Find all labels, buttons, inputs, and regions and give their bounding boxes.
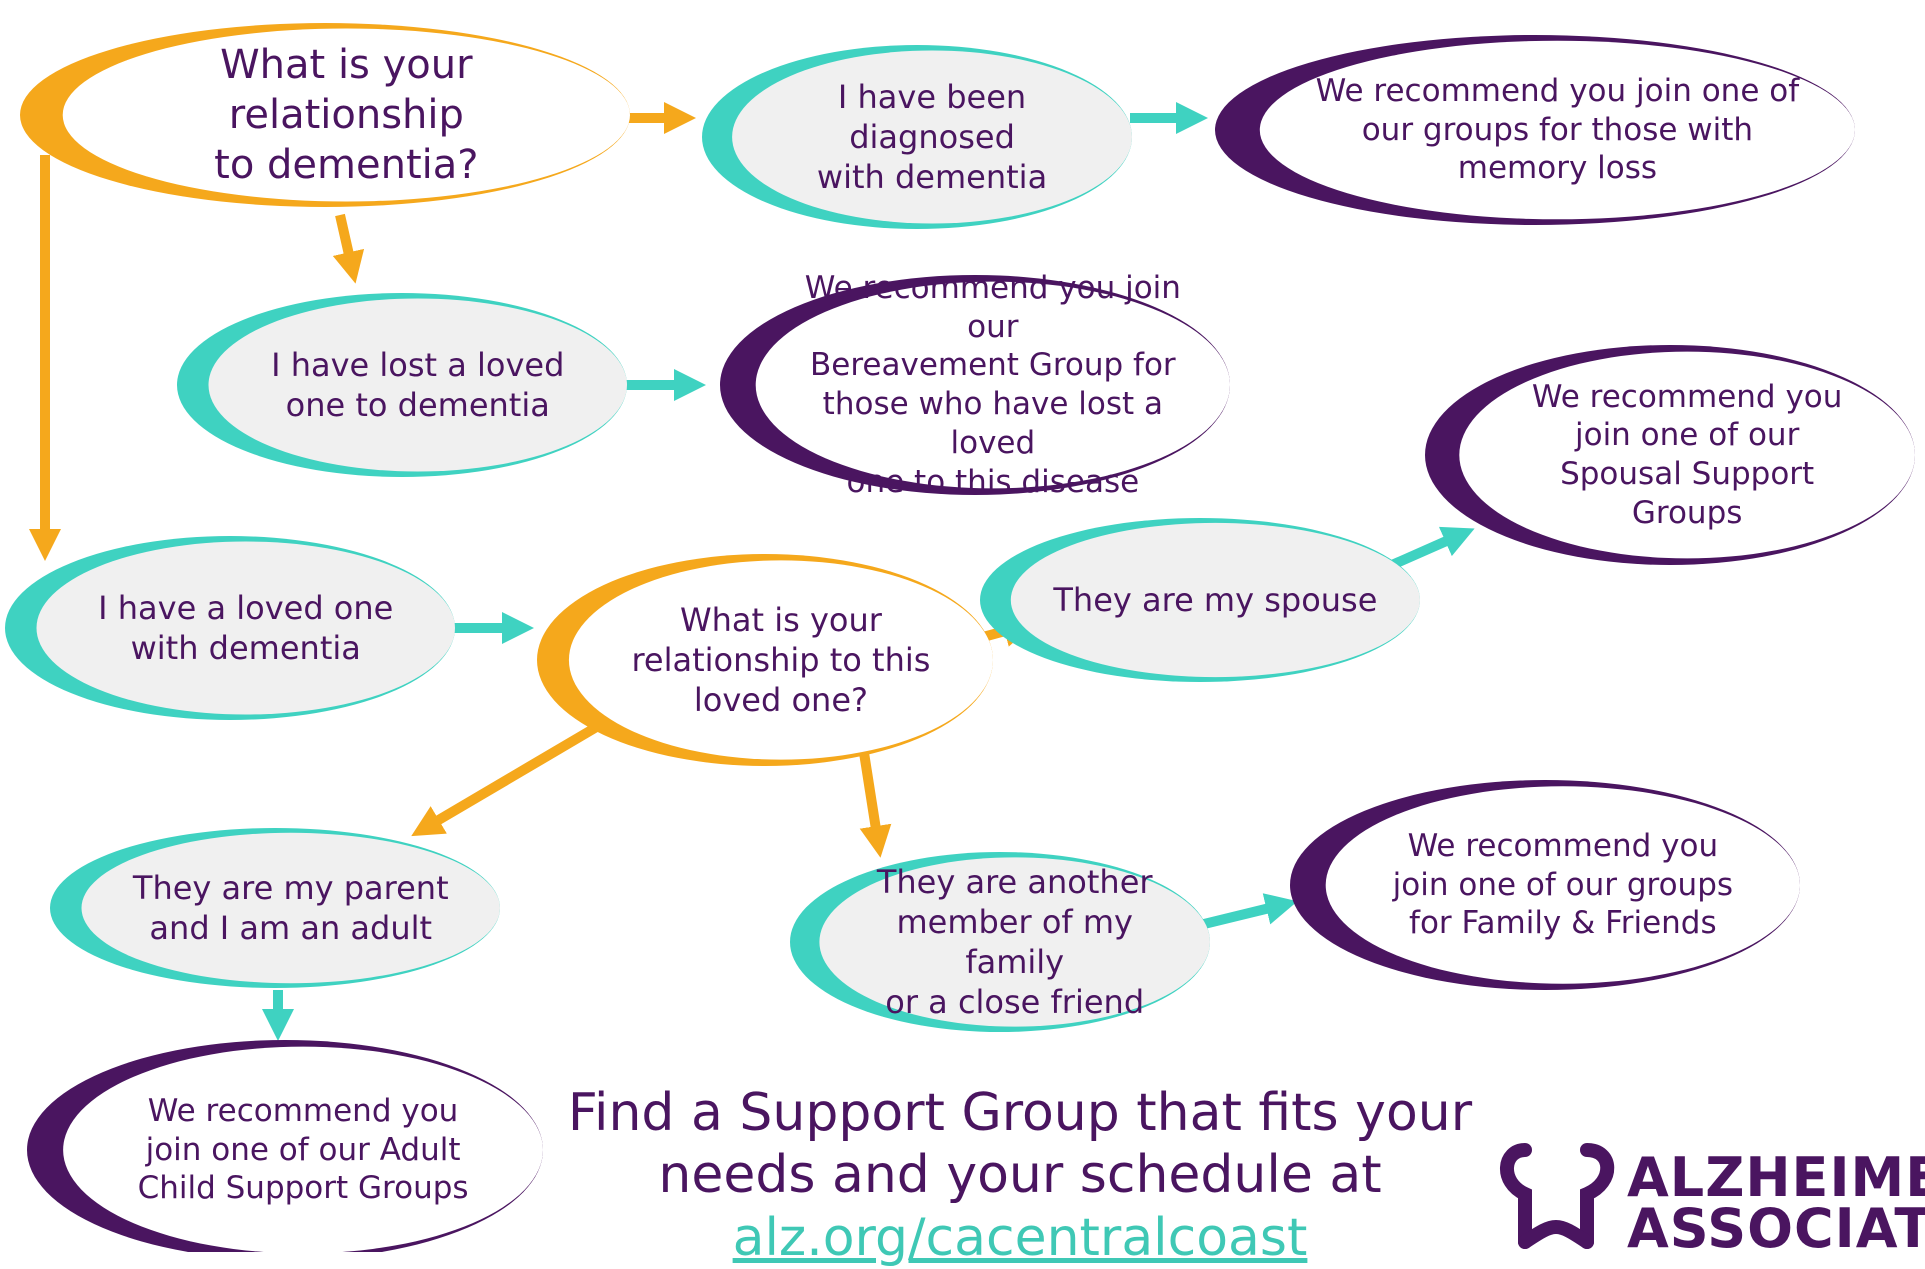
node-label-q1: What is your relationship to dementia? <box>214 42 479 188</box>
node-label-q2: What is your relationship to this loved … <box>631 601 931 719</box>
node-label-r-family: We recommend you join one of our groups … <box>1392 827 1734 942</box>
node-body-shape <box>732 50 1132 224</box>
node-r-memory <box>1215 35 1855 225</box>
node-r-spousal <box>1425 345 1915 565</box>
node-label-r-adult-child: We recommend you join one of our Adult C… <box>137 1092 469 1207</box>
node-label-a-diagnosed: I have been diagnosed with dementia <box>816 78 1048 196</box>
footer-line-1: Find a Support Group that fits your <box>567 1083 1473 1143</box>
node-body-shape <box>63 1046 543 1252</box>
node-body-shape <box>1010 522 1420 678</box>
logo-line-1: ALZHEIMER'S <box>1627 1146 1925 1209</box>
footer-line-2: needs and your schedule at <box>658 1145 1382 1206</box>
alzheimers-association-logo: ALZHEIMER'S ASSOCIATION <box>1495 1142 1925 1252</box>
node-a-loved-one <box>5 536 455 720</box>
node-label-a-loved-one: I have a loved one with dementia <box>98 589 394 667</box>
arrow-q2-to-family <box>857 739 892 858</box>
node-label-r-bereavement: We recommend you join our Bereavement Gr… <box>804 269 1181 500</box>
footer-call-to-action: Find a Support Group that fits your need… <box>540 1082 1500 1269</box>
node-label-a-parent: They are my parent and I am an adult <box>132 869 449 947</box>
arrow-q2-to-parent <box>411 717 608 837</box>
node-body-shape <box>208 298 627 472</box>
node-a-spouse <box>980 518 1420 682</box>
node-body-shape <box>568 560 993 760</box>
node-body-shape <box>1325 786 1800 984</box>
node-body-shape <box>755 281 1230 489</box>
node-body-shape <box>1459 351 1915 559</box>
node-q1 <box>20 23 630 207</box>
node-body-shape <box>36 541 455 715</box>
node-body-shape <box>62 28 630 202</box>
node-a-parent <box>50 828 500 988</box>
support-group-link[interactable]: alz.org/cacentralcoast <box>732 1207 1308 1268</box>
node-label-r-memory: We recommend you join one of our groups … <box>1315 72 1800 187</box>
alzheimers-association-logo-icon <box>1500 1143 1615 1249</box>
arrow-family-to-r-family <box>1198 893 1298 930</box>
node-r-bereavement <box>720 275 1230 495</box>
node-body-shape <box>81 832 500 984</box>
arrow-spouse-to-spousal <box>1389 526 1475 570</box>
node-a-family <box>790 852 1210 1032</box>
node-label-a-lost: I have lost a loved one to dementia <box>271 346 565 424</box>
node-body-shape <box>819 857 1210 1027</box>
node-a-lost <box>177 293 627 477</box>
node-label-a-family: They are another member of my family or … <box>876 863 1153 1021</box>
node-q2 <box>537 554 993 766</box>
arrow-q1-to-lost <box>332 213 365 284</box>
node-body-shape <box>1259 40 1855 220</box>
node-label-r-spousal: We recommend you join one of our Spousal… <box>1531 378 1843 531</box>
node-r-family <box>1290 780 1800 990</box>
node-label-a-spouse: They are my spouse <box>1053 581 1378 619</box>
node-a-diagnosed <box>702 45 1132 229</box>
node-r-adult-child <box>27 1040 543 1252</box>
logo-line-2: ASSOCIATION <box>1627 1197 1925 1252</box>
